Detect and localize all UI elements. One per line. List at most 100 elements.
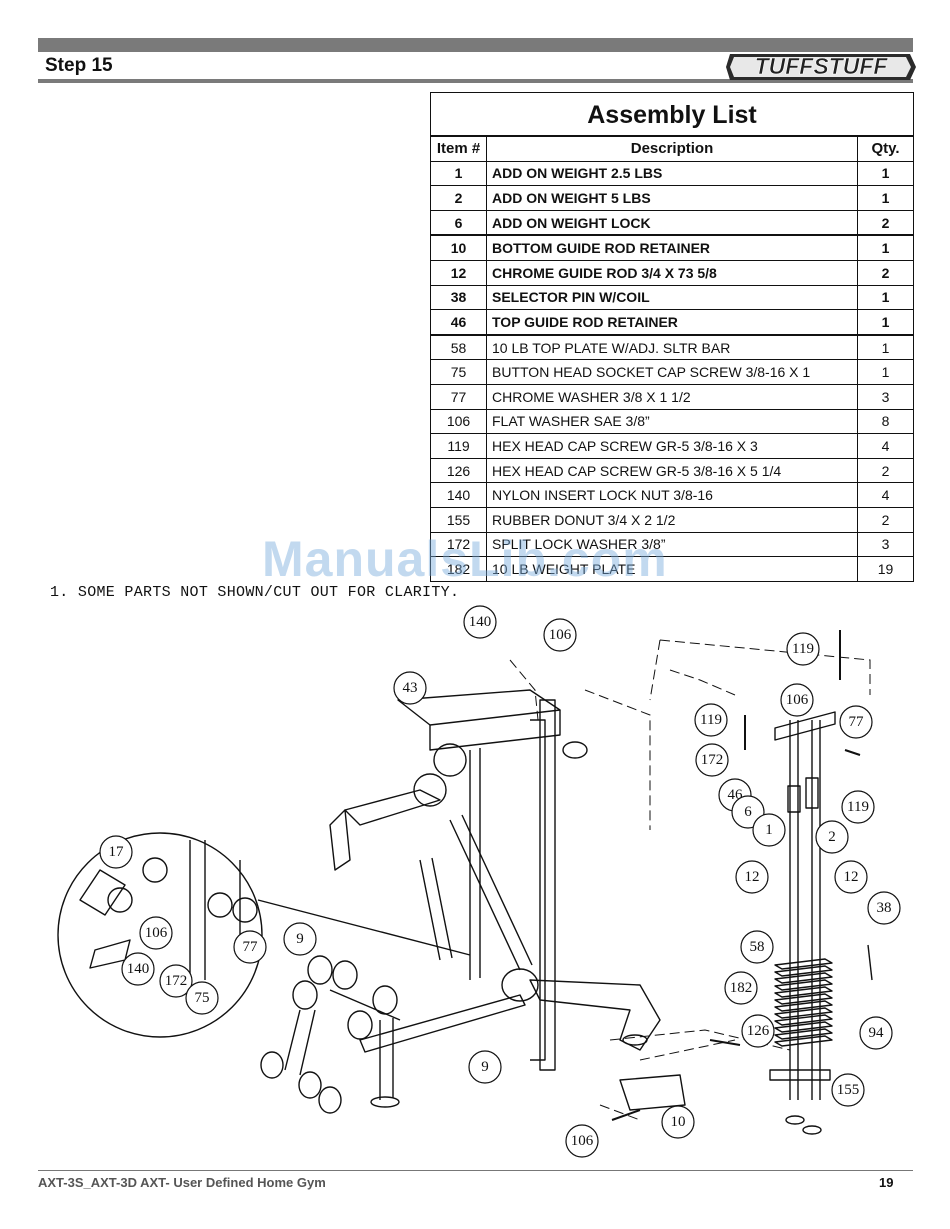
part-callout-label: 77 — [243, 939, 259, 955]
part-callout-label: 10 — [671, 1114, 686, 1130]
cell-qty: 2 — [857, 209, 913, 236]
footer-document-title: AXT-3S_AXT-3D AXT- User Defined Home Gym — [38, 1175, 326, 1190]
part-callout: 155 — [831, 1073, 865, 1107]
cell-description: HEX HEAD CAP SCREW GR-5 3/8-16 X 5 1/4 — [486, 457, 858, 484]
part-callout: 17 — [99, 835, 133, 869]
footer-rule — [38, 1170, 913, 1171]
table-header-row: Item # Description Qty. — [431, 136, 913, 162]
cell-item: 1 — [431, 160, 487, 187]
cell-description: ADD ON WEIGHT LOCK — [486, 209, 858, 236]
part-callout-label: 58 — [750, 939, 765, 955]
part-callout: 106 — [139, 916, 173, 950]
part-callout-label: 140 — [469, 614, 492, 630]
part-callout: 182 — [724, 971, 758, 1005]
part-callout: 119 — [786, 632, 820, 666]
cell-qty: 1 — [857, 333, 913, 361]
part-callout-label: 155 — [837, 1082, 860, 1098]
cell-qty: 1 — [857, 234, 913, 261]
part-callout: 43 — [393, 671, 427, 705]
part-callout-label: 9 — [296, 931, 304, 947]
part-callout: 106 — [565, 1124, 599, 1158]
part-callout-label: 1 — [765, 822, 773, 838]
part-callout-label: 2 — [828, 829, 836, 845]
part-callout-label: 119 — [847, 799, 869, 815]
part-callout: 38 — [867, 891, 901, 925]
part-callout-label: 94 — [869, 1025, 885, 1041]
part-callout-label: 119 — [700, 712, 722, 728]
cell-qty: 3 — [857, 531, 913, 558]
cell-description: RUBBER DONUT 3/4 X 2 1/2 — [486, 506, 858, 533]
cell-item: 38 — [431, 284, 487, 311]
part-callout: 10 — [661, 1105, 695, 1139]
cell-description: FLAT WASHER SAE 3/8” — [486, 408, 858, 435]
cell-item: 6 — [431, 209, 487, 236]
cell-item: 106 — [431, 408, 487, 435]
cell-description: ADD ON WEIGHT 2.5 LBS — [486, 160, 858, 187]
cell-description: 10 LB TOP PLATE W/ADJ. SLTR BAR — [486, 333, 858, 361]
part-callout: 12 — [735, 860, 769, 894]
cell-description: SELECTOR PIN W/COIL — [486, 284, 858, 311]
part-callout: 140 — [463, 605, 497, 639]
part-callout: 77 — [839, 705, 873, 739]
part-callout: 119 — [841, 790, 875, 824]
cell-qty: 3 — [857, 383, 913, 410]
cell-item: 155 — [431, 506, 487, 533]
part-callout: 75 — [185, 981, 219, 1015]
part-callout: 94 — [859, 1016, 893, 1050]
part-callout: 172 — [695, 743, 729, 777]
cell-item: 77 — [431, 383, 487, 410]
column-header-qty: Qty. — [857, 136, 913, 162]
cell-qty: 4 — [857, 482, 913, 508]
cell-qty: 1 — [857, 185, 913, 211]
part-callout: 58 — [740, 930, 774, 964]
cell-qty: 1 — [857, 359, 913, 385]
page-number: 19 — [879, 1175, 894, 1190]
cell-item: 10 — [431, 234, 487, 261]
assembly-list-title: Assembly List — [431, 93, 913, 136]
part-callout-label: 12 — [745, 869, 760, 885]
cell-item: 58 — [431, 333, 487, 361]
part-callout: 119 — [694, 703, 728, 737]
cell-qty: 1 — [857, 160, 913, 187]
column-header-description: Description — [486, 136, 858, 162]
cell-description: CHROME GUIDE ROD 3/4 X 73 5/8 — [486, 259, 858, 286]
tuffstuff-logo: TUFFSTUFF — [726, 53, 916, 80]
cell-description: 10 LB WEIGHT PLATE — [486, 556, 858, 581]
part-callout: 9 — [283, 922, 317, 956]
part-callout-label: 182 — [730, 980, 753, 996]
part-callout-label: 119 — [792, 641, 814, 657]
part-callout: 12 — [834, 860, 868, 894]
part-callout-label: 38 — [877, 900, 892, 916]
cell-description: TOP GUIDE ROD RETAINER — [486, 309, 858, 336]
part-callout-label: 77 — [849, 714, 865, 730]
cell-item: 126 — [431, 457, 487, 484]
cell-item: 140 — [431, 482, 487, 508]
part-callout-label: 126 — [747, 1023, 770, 1039]
part-callout-label: 106 — [571, 1133, 594, 1149]
header-bottom-bar — [38, 79, 913, 83]
part-callout: 1 — [752, 813, 786, 847]
cell-item: 119 — [431, 433, 487, 459]
cell-description: SPLIT LOCK WASHER 3/8” — [486, 531, 858, 558]
watermark: ManualsLib.com — [262, 531, 668, 587]
part-callout-label: 75 — [195, 990, 210, 1006]
clarity-note: 1. SOME PARTS NOT SHOWN/CUT OUT FOR CLAR… — [50, 584, 460, 601]
cell-description: HEX HEAD CAP SCREW GR-5 3/8-16 X 3 — [486, 433, 858, 459]
cell-item: 12 — [431, 259, 487, 286]
part-callout: 106 — [543, 618, 577, 652]
